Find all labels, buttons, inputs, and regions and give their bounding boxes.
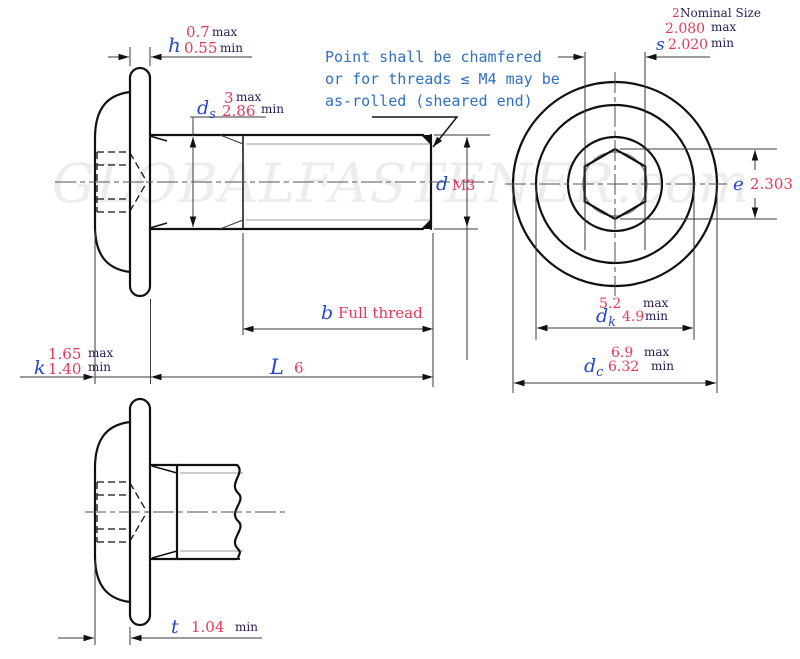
t-min-value: 1.04 <box>191 618 224 636</box>
s-max-value: 2.080 <box>665 21 705 37</box>
dim-b-label: b Full thread <box>321 302 423 324</box>
h-min-word: min <box>220 41 243 55</box>
note-line-3: as-rolled (sheared end) <box>325 92 533 110</box>
ds-min-value: 2.86 <box>222 102 255 120</box>
k-max-word: max <box>88 346 114 360</box>
dc-min-word: min <box>651 359 674 373</box>
nominal-size-value: 2 <box>672 6 680 20</box>
hex-socket-hidden-lines <box>96 151 148 213</box>
dk-max-value: 5.2 <box>599 296 621 312</box>
d-value: M3 <box>452 178 475 194</box>
thread-runout-bottom <box>219 219 244 230</box>
s-min-value: 2.020 <box>668 37 708 53</box>
k-min-value: 1.40 <box>48 360 81 378</box>
nominal-size-word: Nominal Size <box>680 6 761 20</box>
dc-min-value: 6.32 <box>608 359 639 375</box>
dim-s-label: 2 Nominal Size 2.080 max s 2.020 min <box>656 6 761 55</box>
e-value: 2.303 <box>750 175 793 193</box>
note-text: Point shall be chamfered or for threads … <box>325 48 560 110</box>
underhead-fillet-top-2 <box>151 465 178 474</box>
ds-min-word: min <box>261 102 284 116</box>
s-symbol: s <box>656 35 665 55</box>
ds-symbol: ds <box>197 97 216 122</box>
dk-max-word: max <box>643 296 669 310</box>
note-line-1: Point shall be chamfered <box>325 48 542 66</box>
ds-max-word: max <box>236 90 262 104</box>
k-min-word: min <box>88 360 111 374</box>
note-leader-arrow <box>372 116 459 148</box>
break-line <box>233 463 242 561</box>
b-value: Full thread <box>338 304 423 322</box>
dim-d-label: d M3 <box>436 173 475 195</box>
underhead-fillet-bottom-2 <box>151 550 178 559</box>
dim-h-label: h 0.7 max 0.55 min <box>168 23 243 57</box>
note-line-2: or for threads ≤ M4 may be <box>325 70 560 88</box>
dc-max-word: max <box>644 345 670 359</box>
dc-symbol: dc <box>584 355 604 380</box>
dk-min-value: 4.9 <box>622 309 644 325</box>
dim-dc-label: 6.9 max dc 6.32 min <box>584 345 674 380</box>
dim-L-label: L 6 <box>269 355 304 379</box>
dome-top-arc <box>93 90 132 140</box>
h-min-value: 0.55 <box>184 39 217 57</box>
partial-side-view <box>58 397 285 645</box>
h-symbol: h <box>168 33 181 57</box>
side-view-dimensions <box>20 47 490 387</box>
dome-bottom-arc-2 <box>93 554 132 604</box>
L-value: 6 <box>294 359 304 377</box>
s-min-word: min <box>711 36 734 50</box>
dim-e-label: e 2.303 <box>733 174 793 195</box>
e-symbol: e <box>733 174 744 195</box>
point-chamfer-bottom <box>421 219 431 229</box>
front-view <box>505 52 777 393</box>
dim-t-label: t 1.04 min <box>171 616 258 638</box>
k-max-value: 1.65 <box>48 345 81 363</box>
dk-min-word: min <box>645 309 668 323</box>
ds-max-value: 3 <box>224 89 234 107</box>
dim-k-label: 1.65 max k 1.40 min <box>34 345 114 379</box>
point-chamfer-top <box>421 135 431 145</box>
d-symbol: d <box>436 173 448 195</box>
b-symbol: b <box>321 302 333 324</box>
s-max-word: max <box>711 20 737 34</box>
k-symbol: k <box>34 357 46 379</box>
dc-max-value: 6.9 <box>611 345 633 361</box>
underhead-fillet-top <box>149 135 168 142</box>
dk-symbol: dk <box>596 305 616 330</box>
dim-ds-label: ds 3 max 2.86 min <box>197 89 284 122</box>
h-max-word: max <box>212 25 238 39</box>
thread-runout-top <box>219 134 244 145</box>
dim-dk-label: 5.2 max dk 4.9 min <box>596 296 669 330</box>
hex-socket-hidden-lines-2 <box>96 481 148 543</box>
t-symbol: t <box>171 616 179 638</box>
t-min-word: min <box>235 620 258 634</box>
dome-top-arc-2 <box>93 420 132 470</box>
L-symbol: L <box>269 355 284 379</box>
underhead-fillet-bottom <box>149 222 168 229</box>
h-max-value: 0.7 <box>186 23 210 41</box>
dome-bottom-arc <box>93 224 132 274</box>
